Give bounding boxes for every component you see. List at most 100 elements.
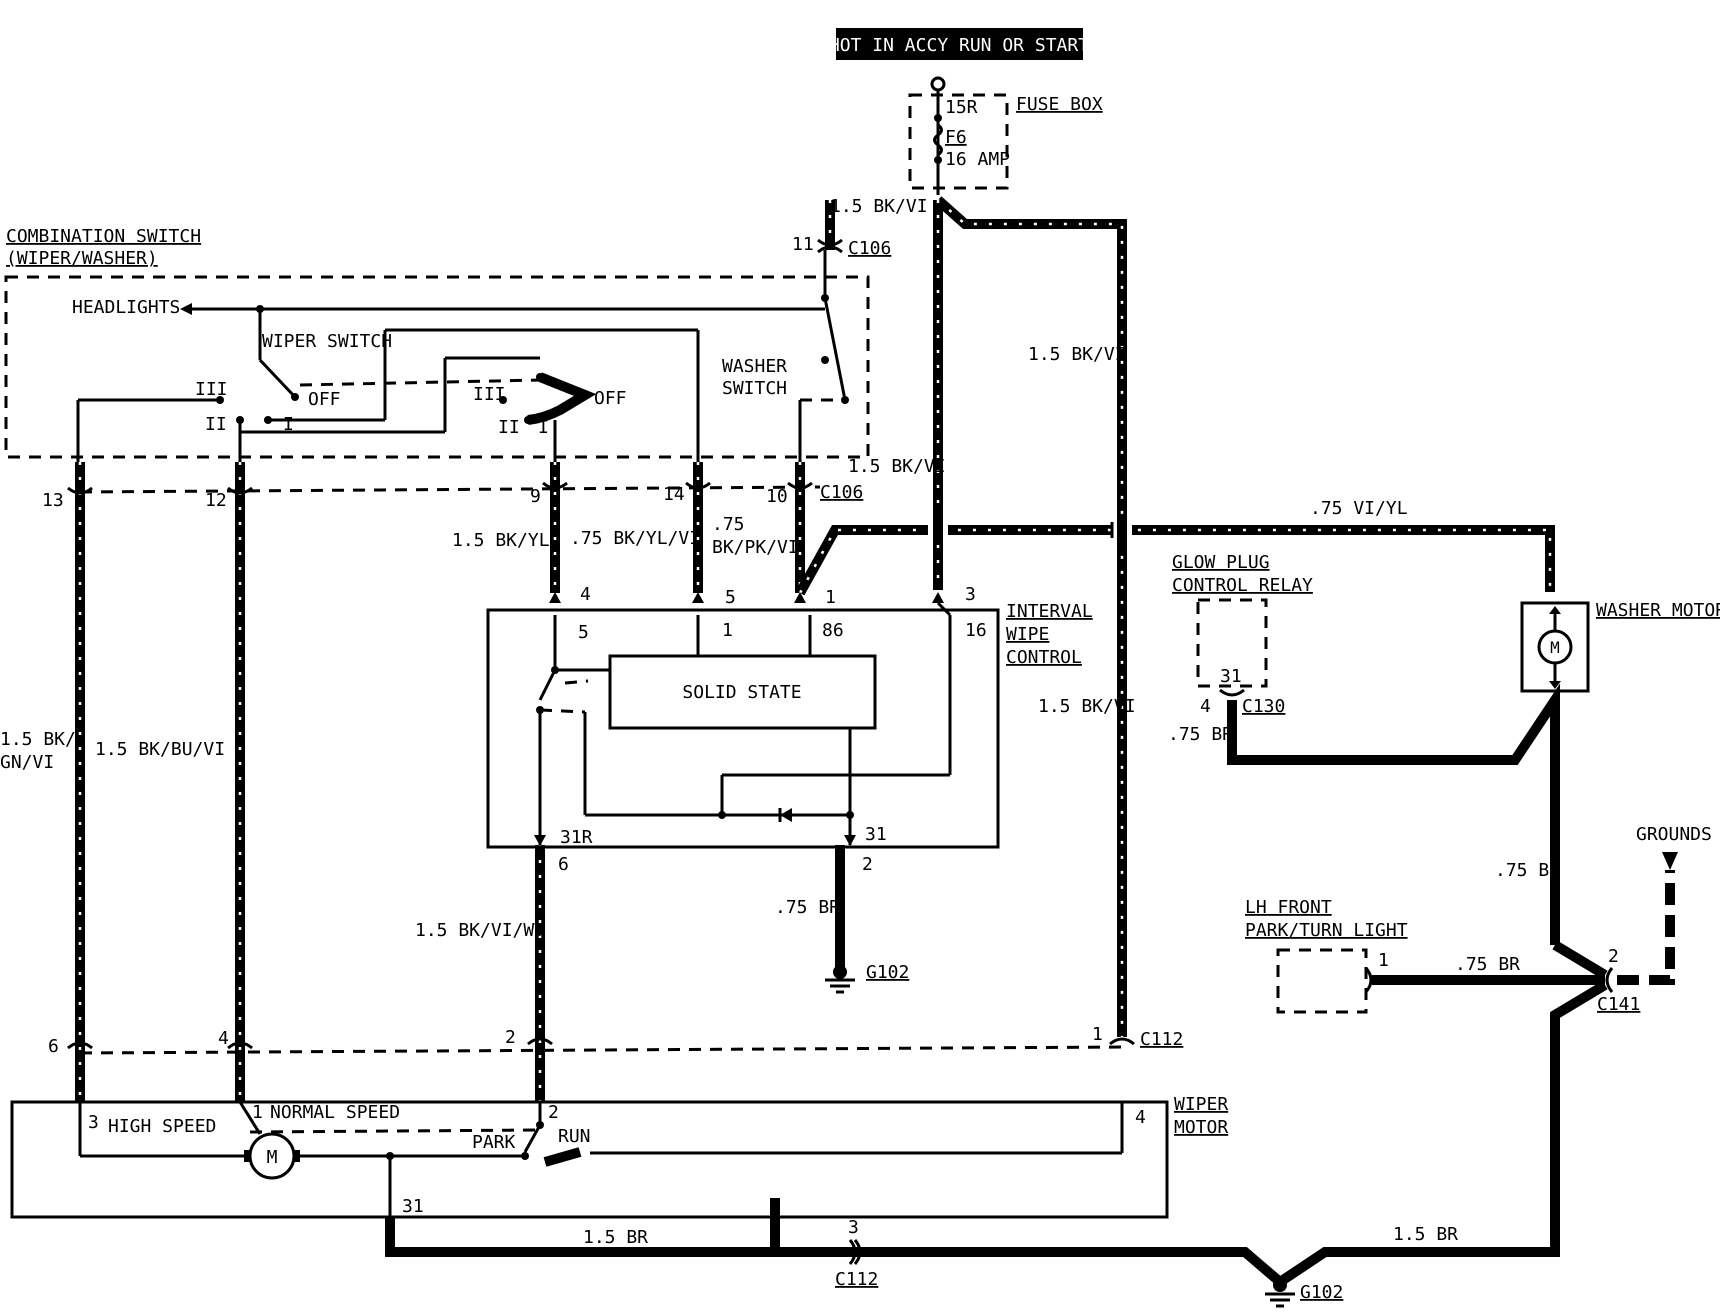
fuse-terminal-label: 15R (945, 97, 978, 118)
iwc-pin-1: 1 (722, 620, 733, 641)
c112-pin-4: 4 (218, 1028, 229, 1049)
wiper-switch-label: WIPER SWITCH (262, 331, 392, 352)
wire-label-br-bottom-right: 1.5 BR (1393, 1224, 1458, 1245)
glow-relay-label-1: GLOW PLUG (1172, 552, 1270, 573)
c130-label: C130 (1242, 696, 1285, 717)
connector-row-c106: 13 12 9 14 10 C106 (42, 482, 863, 511)
g102-label-bottom: G102 (1300, 1282, 1343, 1303)
banner-text: HOT IN ACCY RUN OR START (829, 35, 1089, 56)
c112-pin-1: 1 (1092, 1024, 1103, 1045)
interval-label-2: WIPE (1006, 624, 1049, 645)
combo-switch-label-1: COMBINATION SWITCH (6, 226, 201, 247)
wire-label-bk-gn-vi-2: GN/VI (0, 752, 54, 773)
washer-motor-label: WASHER MOTOR (1596, 600, 1720, 621)
wire-label-br-g102: .75 BR (775, 897, 840, 918)
wafer2-pos-i: I (538, 417, 549, 438)
wire-label-bk-vi-right: 1.5 BK/VI (1028, 344, 1126, 365)
combo-switch-label-2: (WIPER/WASHER) (6, 248, 158, 269)
pin-11-label: 11 (792, 234, 814, 255)
g102-label-interval: G102 (866, 962, 909, 983)
headlights-label: HEADLIGHTS (72, 297, 180, 318)
wiper-pos-ii: II (205, 414, 227, 435)
wire-label-bk-vi-wt: 1.5 BK/VI/WT (415, 920, 545, 941)
wafer2-pos-off: OFF (594, 388, 627, 409)
glow-relay-pin: 31 (1220, 666, 1242, 687)
pin-4-label: 4 (580, 584, 591, 605)
connector-markers (67, 481, 1135, 1050)
pin-1-label: 1 (825, 587, 836, 608)
wire-label-bk-yl: 1.5 BK/YL (452, 530, 550, 551)
fuse-id-label: F6 (945, 127, 967, 148)
wafer2-pos-iii: III (473, 384, 506, 405)
wm-pin-1: 1 (252, 1102, 263, 1123)
wire-label-bk-pk-vi-2: BK/PK/VI (712, 537, 799, 558)
wiper-motor-symbol: M (267, 1147, 278, 1168)
run-label: RUN (558, 1126, 591, 1147)
grounds-label: GROUNDS (1636, 824, 1712, 845)
wire-label-bk-bu-vi: 1.5 BK/BU/VI (95, 739, 225, 760)
wire-glow-relay-br (1227, 683, 1560, 945)
fuse-box: 15R F6 16 AMP FUSE BOX (908, 76, 1103, 195)
washer-switch-label-2: SWITCH (722, 378, 787, 399)
c106-row-label: C106 (820, 482, 863, 503)
wiper-motor-label-1: WIPER (1174, 1094, 1228, 1115)
wafer2-pos-ii: II (498, 417, 520, 438)
washer-motor-symbol: M (1550, 638, 1560, 657)
wire-grounds (1617, 870, 1675, 985)
solid-state-label: SOLID STATE (682, 682, 801, 703)
c112-bottom-label: C112 (835, 1269, 878, 1290)
iwc-pin-16: 16 (965, 620, 987, 641)
pin-10-label: 10 (766, 486, 788, 507)
c112-pin-6: 6 (48, 1036, 59, 1057)
wm-pin-31: 31 (402, 1196, 424, 1217)
wire-label-bk-vi-top: 1.5 BK/VI (830, 196, 928, 217)
pin-3-label: 3 (965, 584, 976, 605)
ground-g102-interval: G102 (825, 962, 909, 994)
hot-banner: HOT IN ACCY RUN OR START (829, 28, 1089, 60)
light-pin-1: 1 (1378, 950, 1389, 971)
wiper-pos-iii: III (195, 379, 228, 400)
iwc-pin-86: 86 (822, 620, 844, 641)
connector-c106-top: 11 C106 1.5 BK/VI (792, 196, 928, 259)
wiper-pos-i: I (283, 414, 294, 435)
wire-label-vi-yl: .75 VI/YL (1310, 498, 1408, 519)
park-label: PARK (472, 1132, 516, 1153)
glow-plug-relay: GLOW PLUG CONTROL RELAY 31 4 C130 (1172, 552, 1313, 717)
glow-relay-label-2: CONTROL RELAY (1172, 575, 1313, 596)
iwc-pin-31r: 31R (560, 827, 593, 848)
wire-label-br-light: .75 BR (1455, 954, 1520, 975)
pin-2-label: 2 (862, 854, 873, 875)
c112-pin-2: 2 (505, 1027, 516, 1048)
pin-6-label: 6 (558, 854, 569, 875)
fuse-box-label: FUSE BOX (1016, 94, 1103, 115)
interval-label-1: INTERVAL (1006, 601, 1093, 622)
wire-washer-motor-br (1552, 940, 1608, 980)
wire-label-bk-yl-vi: .75 BK/YL/VI (570, 528, 700, 549)
wire-vi-yl (795, 525, 1555, 596)
c112-label: C112 (1140, 1029, 1183, 1050)
wiper-motor-label-2: MOTOR (1174, 1117, 1228, 1138)
c141-pin-2: 2 (1608, 946, 1619, 967)
pin-9-label: 9 (530, 486, 541, 507)
washer-motor: M WASHER MOTOR (1520, 600, 1720, 693)
high-speed-label: HIGH SPEED (108, 1116, 216, 1137)
iwc-pin-31: 31 (865, 824, 887, 845)
wire-label-bk-pk-vi-1: .75 (712, 514, 745, 535)
wiper-pos-off: OFF (308, 389, 341, 410)
bottom-ground-run: 3 C112 G102 (385, 1217, 1343, 1308)
c141-label: C141 (1597, 994, 1640, 1015)
wire-label-bk-gn-vi-1: 1.5 BK/ (0, 729, 76, 750)
grounds-cluster: GROUNDS LH FRONT PARK/TURN LIGHT 1 2 C14… (1245, 824, 1712, 1015)
c130-pin-4: 4 (1200, 696, 1211, 717)
wire-labels: 1.5 BK/VI 1.5 BK/VI 1.5 BK/VI 1.5 BK/ GN… (0, 344, 1560, 1248)
wm-pin-2: 2 (548, 1102, 559, 1123)
harness-wires (75, 196, 1555, 1102)
connector-row-c112: 6 4 2 1 C112 (48, 1024, 1183, 1057)
normal-speed-label: NORMAL SPEED (270, 1102, 400, 1123)
combination-switch: COMBINATION SWITCH (WIPER/WASHER) HEADLI… (4, 226, 870, 462)
pin-5-label: 5 (725, 587, 736, 608)
wire-label-bk-vi-mid: 1.5 BK/VI (848, 456, 946, 477)
wm-pin-3: 3 (88, 1112, 99, 1133)
wire-label-bk-vi-lower: 1.5 BK/VI (1038, 696, 1136, 717)
